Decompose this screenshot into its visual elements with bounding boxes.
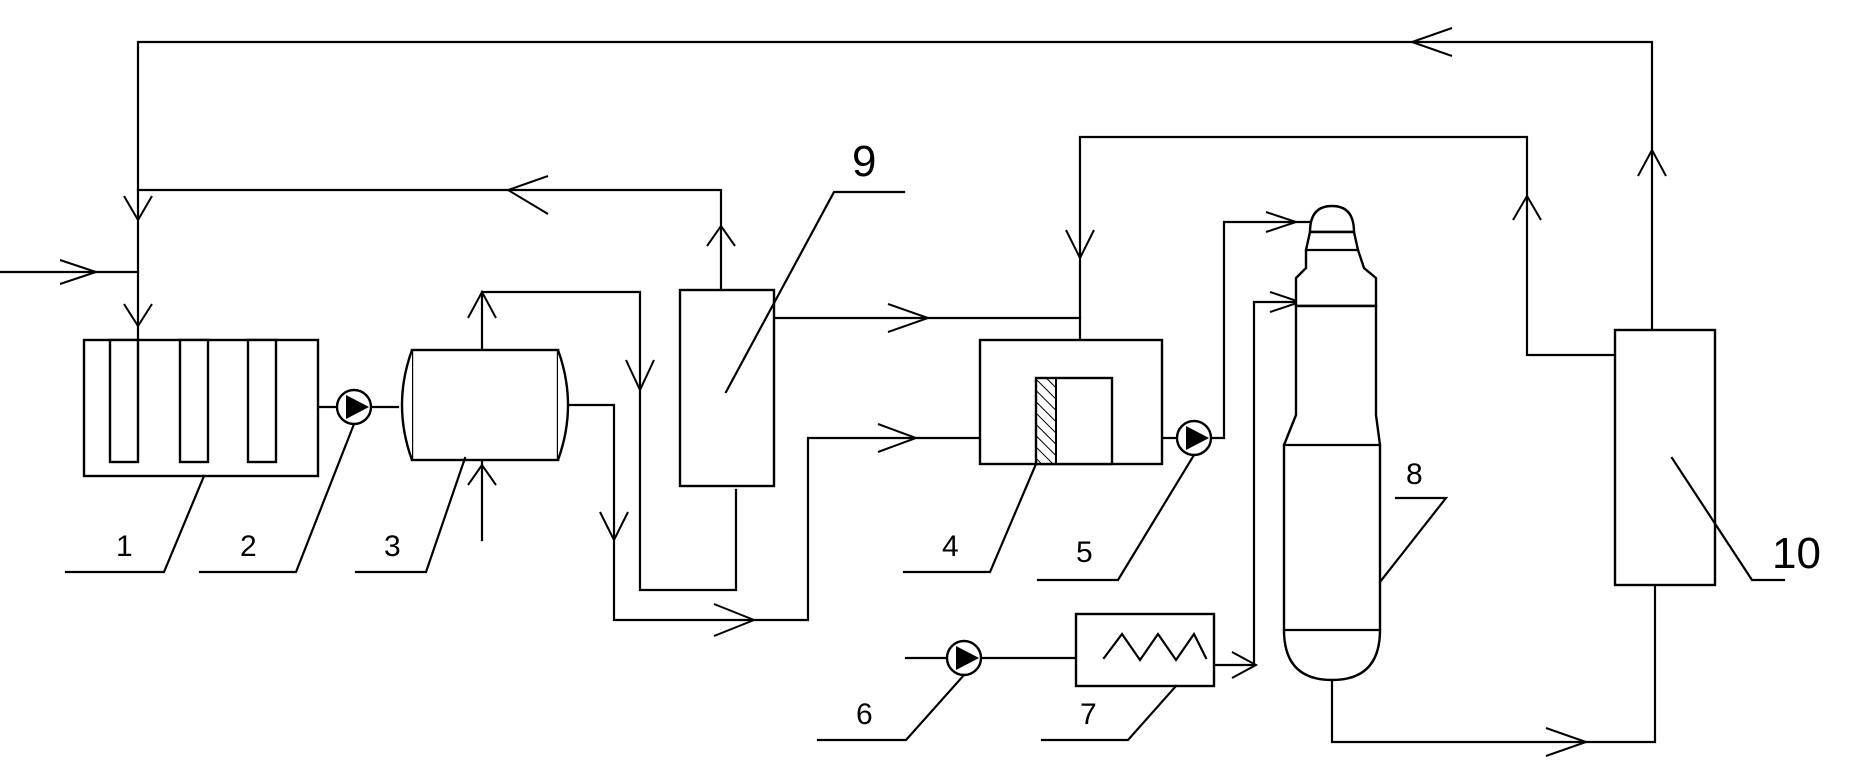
arrow-icon <box>713 603 757 637</box>
pump-5-icon <box>1175 419 1213 457</box>
line-3-right <box>568 403 982 622</box>
leader-lines <box>64 190 1786 742</box>
leader-5 <box>1036 453 1196 582</box>
arrow-icon <box>599 511 629 543</box>
arrow-icon <box>1512 194 1542 221</box>
leader-3 <box>354 456 467 574</box>
leader-1 <box>64 474 206 574</box>
arrow-icon <box>123 195 153 222</box>
unit-labels: 1 2 3 4 5 6 7 8 9 10 <box>116 137 1821 731</box>
leader-9 <box>724 190 906 394</box>
recycle-line-9 <box>136 188 723 292</box>
arrow-icon <box>625 359 655 393</box>
arrow-icon <box>1231 651 1259 679</box>
unit-1-tank <box>82 338 320 478</box>
arrow-icon <box>59 259 100 285</box>
arrow-icon <box>1408 27 1453 57</box>
arrow-icon <box>505 175 549 215</box>
pump-6-icon <box>945 639 983 677</box>
leader-2 <box>198 422 356 574</box>
arrow-icon <box>467 463 497 486</box>
leader-8 <box>1378 496 1449 584</box>
label-unit-7: 7 <box>1080 698 1097 731</box>
line-3-top <box>480 290 738 592</box>
flow-lines <box>0 40 1657 744</box>
arrow-icon <box>706 224 736 247</box>
line-8-10 <box>1330 583 1657 744</box>
arrow-icon <box>887 303 932 333</box>
arrow-icon <box>1065 229 1095 261</box>
leader-4 <box>902 462 1038 574</box>
arrow-icon <box>877 423 919 453</box>
unit-10-column <box>1613 328 1717 587</box>
label-unit-3: 3 <box>384 530 401 563</box>
line-9-4 <box>772 316 1082 342</box>
unit-4-box <box>978 338 1164 466</box>
leader-10 <box>1670 456 1786 582</box>
label-unit-10: 10 <box>1772 529 1821 578</box>
unit-3-vessel <box>400 348 570 462</box>
line-7-8 <box>1212 300 1302 667</box>
label-unit-5: 5 <box>1076 536 1093 569</box>
unit-8-reactor <box>1282 204 1382 682</box>
label-unit-9: 9 <box>852 137 876 186</box>
arrow-icon <box>123 303 153 328</box>
line-5-8 <box>1210 220 1312 440</box>
arrow-icon <box>1637 147 1667 177</box>
unit-7-heater <box>1074 612 1216 688</box>
arrow-icon <box>1545 727 1590 757</box>
leader-7 <box>1040 684 1178 742</box>
leader-6 <box>816 673 966 742</box>
label-unit-2: 2 <box>240 530 257 563</box>
label-unit-4: 4 <box>942 530 959 563</box>
flow-arrows <box>59 27 1667 757</box>
label-unit-1: 1 <box>116 530 133 563</box>
arrow-icon <box>1265 211 1300 233</box>
label-unit-6: 6 <box>856 698 873 731</box>
arrow-icon <box>467 289 497 319</box>
label-unit-8: 8 <box>1406 458 1423 491</box>
line-10-4 <box>1078 135 1617 357</box>
pump-2-icon <box>335 388 373 426</box>
